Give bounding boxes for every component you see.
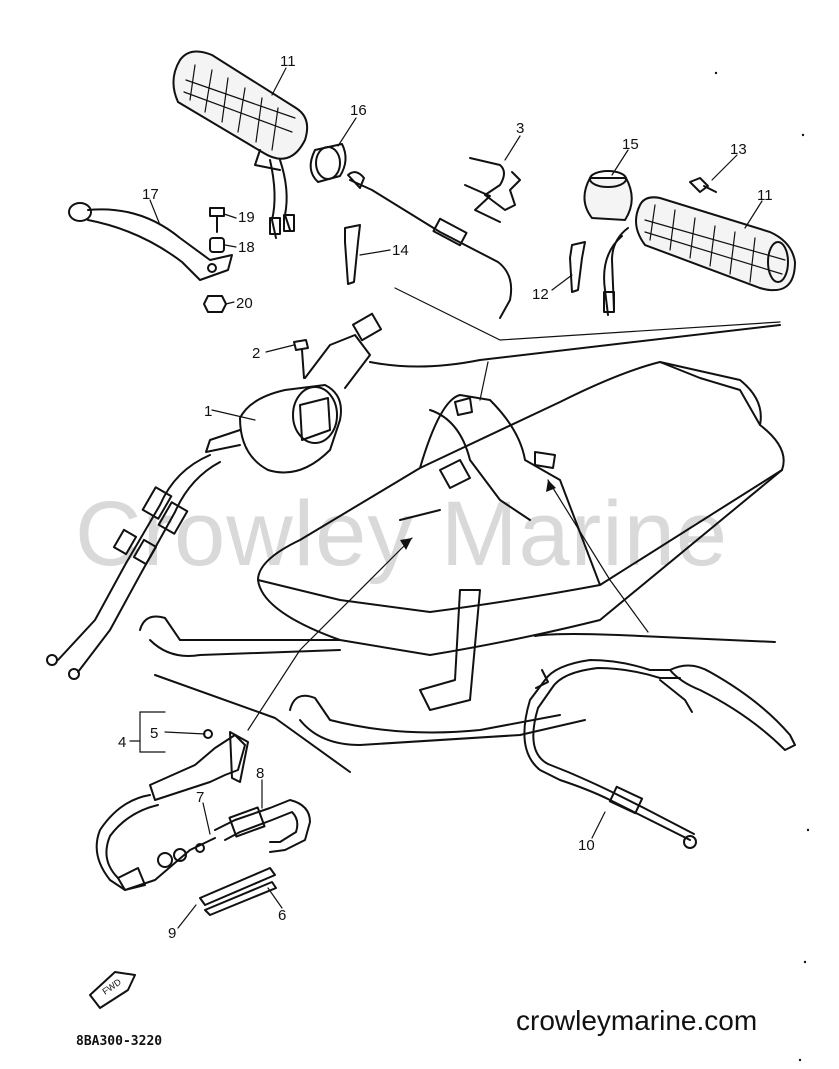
callout-5: 5	[150, 725, 158, 742]
bolt-19[interactable]	[209, 207, 225, 233]
callout-6: 6	[278, 907, 286, 924]
callout-3: 3	[516, 120, 524, 137]
brake-cable-10[interactable]	[523, 659, 697, 849]
throttle-cable-top[interactable]	[347, 171, 513, 319]
scan-specks	[714, 71, 810, 1062]
callout-19: 19	[238, 209, 255, 226]
leader-arrow-2	[547, 479, 649, 633]
cable-tie-12[interactable]	[569, 241, 586, 293]
callout-18: 18	[238, 239, 255, 256]
callout-4: 4	[118, 734, 126, 751]
callout-9: 9	[168, 925, 176, 942]
callout-14: 14	[392, 242, 409, 259]
handlebar-grip-left[interactable]	[172, 50, 309, 239]
sleeve-15[interactable]	[583, 170, 633, 222]
cable-tie-14[interactable]	[344, 224, 361, 285]
part-code: 8BA300-3220	[76, 1034, 162, 1049]
callout-7: 7	[196, 789, 204, 806]
watermark: Crowley Marine	[75, 483, 728, 585]
grip-ring-16[interactable]	[309, 143, 347, 183]
cable-pair-left[interactable]	[46, 454, 221, 680]
site-label: crowleymarine.com	[516, 1005, 757, 1036]
brake-lever-17[interactable]	[68, 202, 233, 281]
throttle-housing-1[interactable]	[205, 312, 383, 474]
bracket-3[interactable]	[464, 157, 521, 223]
front-badge-label: FWD	[100, 976, 123, 996]
handlebar-grip-right[interactable]	[603, 196, 797, 316]
callout-1: 1	[204, 403, 212, 420]
callout-11-right: 11	[757, 187, 773, 204]
nut-20[interactable]	[203, 295, 227, 313]
callout-leaders	[129, 67, 763, 929]
callout-12: 12	[532, 286, 549, 303]
brake-lever-right[interactable]	[669, 664, 796, 751]
snowmobile-body	[139, 361, 785, 746]
wire-harness-8[interactable]	[95, 794, 311, 891]
collar-18[interactable]	[209, 237, 225, 253]
callout-10: 10	[578, 837, 595, 854]
callout-11-left: 11	[280, 53, 296, 70]
leader-arrow-1	[247, 537, 413, 731]
callout-2: 2	[252, 345, 260, 362]
callout-16: 16	[350, 102, 367, 119]
wire-leads-6[interactable]	[199, 867, 277, 916]
screw-2[interactable]	[293, 339, 309, 379]
callout-13: 13	[730, 141, 747, 158]
callout-15: 15	[622, 136, 639, 153]
front-direction-badge: FWD	[89, 971, 136, 1009]
callout-8: 8	[256, 765, 264, 782]
leader-line-top	[394, 287, 781, 341]
callout-17: 17	[142, 186, 159, 203]
callout-20: 20	[236, 295, 253, 312]
screw-13[interactable]	[689, 177, 717, 193]
